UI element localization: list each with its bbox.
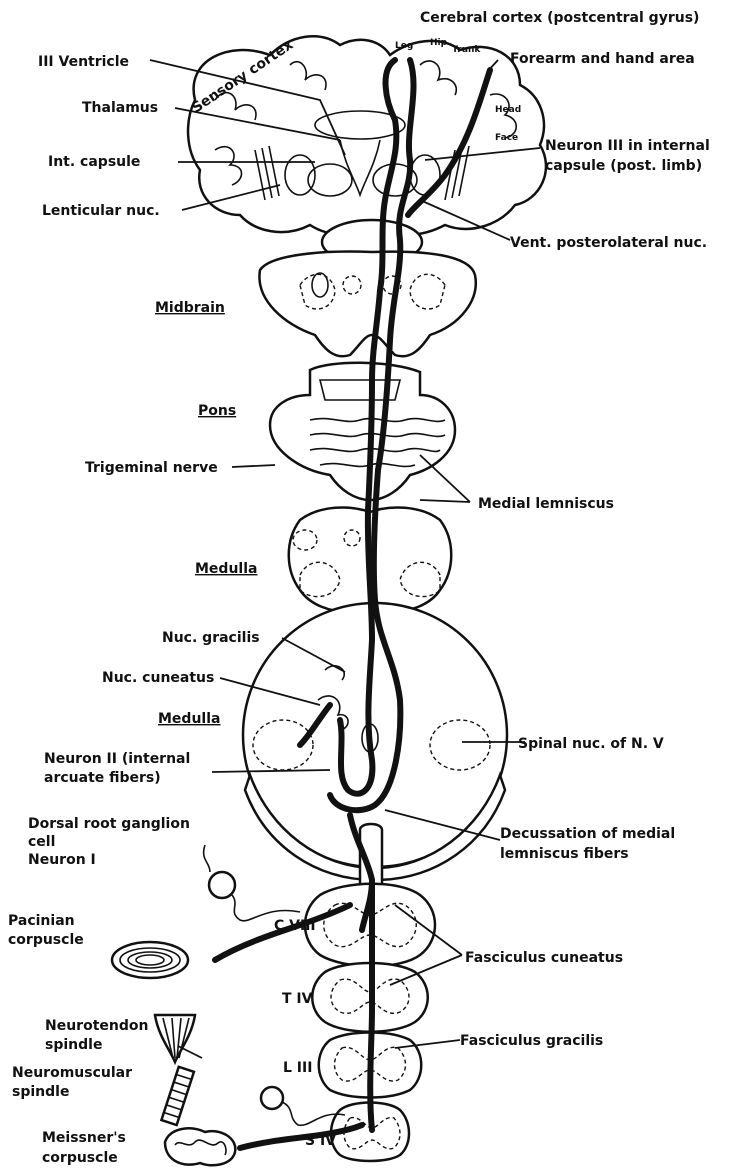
label-nuc-gracilis: Nuc. gracilis: [162, 630, 260, 646]
label-zero: 0: [366, 735, 372, 745]
label-pons: Pons: [198, 403, 236, 419]
label-leg: Leg: [395, 41, 413, 51]
label-s-iv: S IV: [305, 1133, 336, 1149]
label-neurotendon-line2: spindle: [45, 1037, 102, 1053]
label-midbrain: Midbrain: [155, 300, 225, 316]
label-thalamus: Thalamus: [82, 100, 158, 116]
label-head: Head: [495, 105, 521, 115]
label-vent-posterolateral: Vent. posterolateral nuc.: [510, 235, 707, 251]
label-int-capsule: Int. capsule: [48, 154, 140, 170]
label-l-iii: L III: [283, 1060, 312, 1076]
label-neuron-ii-line2: arcuate fibers): [44, 770, 161, 786]
midbrain-section: [259, 220, 475, 356]
label-meissner-line2: corpuscle: [42, 1150, 118, 1166]
label-neurotendon-line1: Neurotendon: [45, 1018, 148, 1034]
label-medulla-lower: Medulla: [158, 711, 220, 727]
label-neuron-iii-line2: capsule (post. limb): [545, 158, 702, 174]
label-trigeminal-nerve: Trigeminal nerve: [85, 460, 218, 476]
label-c-viii: C VIII: [274, 918, 316, 934]
label-neuron-ii-line1: Neuron II (internal: [44, 751, 190, 767]
neuromuscular-spindle-icon: [161, 1067, 194, 1125]
label-drg-line1: Dorsal root ganglion: [28, 816, 190, 832]
label-t-iv: T IV: [282, 991, 313, 1007]
label-medulla-upper: Medulla: [195, 561, 257, 577]
label-face: Face: [495, 133, 518, 143]
label-forearm-hand: Forearm and hand area: [510, 51, 695, 67]
label-neuron-iii-line1: Neuron III in internal: [545, 138, 710, 154]
label-drg-line2: cell: [28, 834, 55, 850]
label-neuromuscular-line2: spindle: [12, 1084, 69, 1100]
label-fasciculus-gracilis: Fasciculus gracilis: [460, 1033, 603, 1049]
label-decussation-line2: lemniscus fibers: [500, 846, 629, 862]
label-hip: Hip: [430, 38, 448, 48]
label-meissner-line1: Meissner's: [42, 1130, 126, 1146]
label-pacinian-line2: corpuscle: [8, 932, 84, 948]
label-pacinian-line1: Pacinian: [8, 913, 75, 929]
label-fasciculus-cuneatus: Fasciculus cuneatus: [465, 950, 623, 966]
pons-section: [270, 363, 455, 500]
label-lenticular-nuc: Lenticular nuc.: [42, 203, 160, 219]
label-cerebral-cortex: Cerebral cortex (postcentral gyrus): [420, 10, 699, 26]
label-nuc-cuneatus: Nuc. cuneatus: [102, 670, 214, 686]
label-drg-line3: Neuron I: [28, 852, 96, 868]
label-medial-lemniscus: Medial lemniscus: [478, 496, 614, 512]
label-iii-ventricle: III Ventricle: [38, 54, 129, 70]
label-trunk: Trunk: [452, 45, 481, 55]
label-neuromuscular-line1: Neuromuscular: [12, 1065, 132, 1081]
label-spinal-nuc: Spinal nuc. of N. V: [518, 736, 664, 752]
label-decussation-line1: Decussation of medial: [500, 826, 675, 842]
